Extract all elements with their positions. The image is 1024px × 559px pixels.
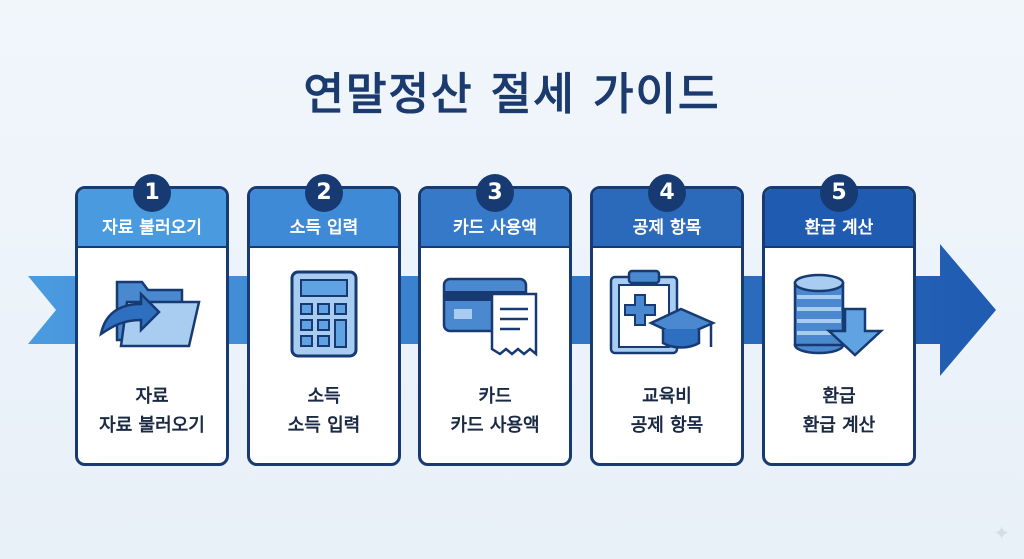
sparkle-icon: ✦ xyxy=(993,521,1010,545)
credit-card-receipt-icon xyxy=(421,259,569,369)
step-number-badge: 1 xyxy=(133,174,171,212)
folder-import-icon xyxy=(78,259,226,369)
step-desc-line1: 자료 xyxy=(135,386,169,407)
step-desc-line2: 환급 계산 xyxy=(802,415,876,436)
step-number-badge: 2 xyxy=(305,174,343,212)
step-number-badge: 4 xyxy=(648,174,686,212)
step-number-badge: 5 xyxy=(820,174,858,212)
step-desc-line2: 카드 사용액 xyxy=(450,415,540,436)
page-title: 연말정산 절세 가이드 xyxy=(303,69,721,120)
step-desc-line2: 소득 입력 xyxy=(287,415,361,436)
step-desc-line1: 교육비 xyxy=(642,386,692,407)
step-desc-line2: 자료 불러오기 xyxy=(99,415,205,436)
calculator-icon xyxy=(250,259,398,369)
step-number-badge: 3 xyxy=(476,174,514,212)
coins-refund-icon xyxy=(765,259,913,369)
step-header: 자료 불러오기 xyxy=(78,189,226,248)
medical-education-icon xyxy=(593,259,741,369)
step-desc-line1: 카드 xyxy=(478,386,512,407)
step-desc-line1: 환급 xyxy=(822,386,856,407)
step-desc-line2: 공제 항목 xyxy=(630,415,704,436)
step-desc-line1: 소득 xyxy=(307,386,341,407)
